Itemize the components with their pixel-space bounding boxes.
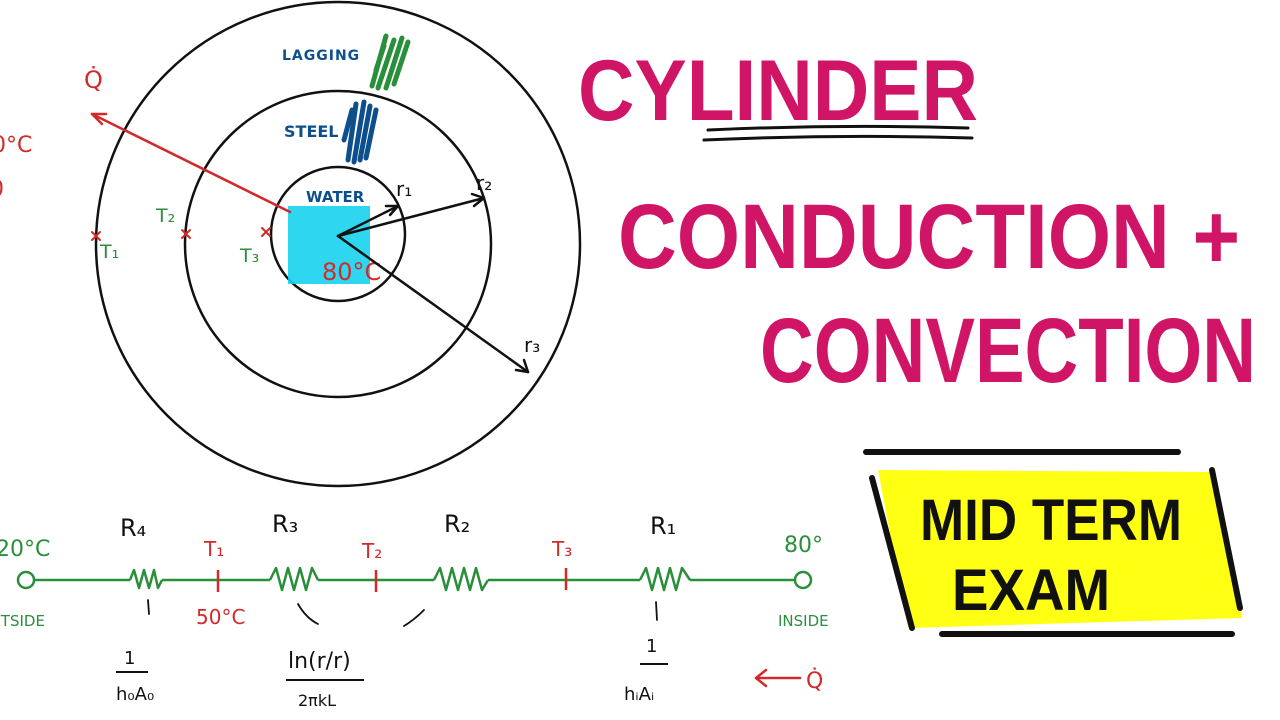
radius-2-arrow (336, 196, 486, 238)
radius-3-label: r₃ (524, 333, 540, 357)
radius-1-arrow (336, 204, 400, 238)
outside-node (16, 570, 36, 590)
circuit-node-ticks (216, 568, 568, 592)
outside-label: OUTSIDE (0, 612, 45, 630)
formula-leaders (147, 599, 658, 627)
r2-label: R₂ (444, 510, 470, 538)
r1-label: R₁ (650, 512, 676, 540)
resistor-r3 (268, 566, 320, 592)
inside-temp: 80° (784, 533, 823, 558)
cylinder-diagram: WATER 80°C STEEL LAGGING r₁ r₂ r₃ (0, 0, 582, 488)
t3-label: T₃ (239, 245, 259, 267)
water-label: WATER (306, 188, 365, 206)
r3-formula-numerator: ln(r/r) (288, 649, 351, 674)
water-temp: 80°C (322, 258, 381, 286)
radius-3-arrow (336, 234, 530, 374)
inside-node (793, 570, 813, 590)
steel-label: STEEL (284, 122, 339, 141)
resistance-circuit: R₄ R₃ R₂ R₁ T₁ T₂ T₃ 50°C 20°C OUTSIDE 8… (0, 510, 829, 710)
badge-line-1: MID TERM (920, 488, 1182, 553)
circuit-t1-label: T₁ (203, 537, 224, 561)
outside-temp: 20°C (0, 537, 50, 562)
title-line-2: CONDUCTION + (618, 186, 1240, 288)
resistor-r4 (128, 568, 164, 590)
resistor-r2 (432, 566, 490, 592)
circuit-t2-label: T₂ (361, 539, 382, 563)
inside-label: INSIDE (778, 612, 829, 630)
r4-label: R₄ (120, 514, 146, 542)
radius-1-label: r₁ (396, 177, 412, 201)
badge-line-2: EXAM (952, 558, 1110, 623)
radius-arrows (336, 192, 530, 374)
heat-flow-label: Q̇ (84, 66, 103, 94)
r4-formula-denominator: h₀A₀ (116, 684, 154, 705)
r3-formula-denominator: 2πkL (298, 691, 336, 710)
circuit-t3-label: T₃ (551, 537, 572, 561)
resistor-r1 (638, 566, 692, 592)
edge-temp-1: 0°C (0, 133, 32, 158)
steel-outer-circle (183, 89, 493, 399)
exam-badge: MID TERM EXAM (863, 449, 1243, 637)
r3-label: R₃ (272, 510, 298, 538)
lagging-label: LAGGING (282, 48, 360, 64)
badge-highlight (878, 470, 1242, 628)
lagging-outer-circle (94, 0, 582, 488)
heat-flow-arrow (90, 112, 292, 214)
lagging-swatch (369, 33, 411, 91)
r4-formula-numerator: 1 (124, 648, 135, 669)
water-circle (269, 165, 407, 303)
circuit-heat-flow-arrow (754, 668, 802, 688)
badge-border-right (1209, 467, 1243, 611)
title-line-3: CONVECTION (760, 300, 1256, 402)
r1-formula-numerator: 1 (646, 636, 657, 657)
title-underline (702, 124, 974, 142)
temperature-markers (91, 227, 271, 241)
circuit-heat-flow-label: Q̇ (806, 668, 823, 694)
radius-2-label: r₂ (476, 171, 492, 195)
circuit-t1-value: 50°C (196, 605, 245, 629)
water-fill (288, 206, 370, 284)
title-line-1: CYLINDER (578, 43, 978, 139)
badge-border-left (869, 475, 915, 631)
r1-formula-denominator: hᵢAᵢ (624, 684, 654, 705)
t2-label: T₂ (155, 205, 175, 227)
edge-temp-2: 0 (0, 177, 4, 202)
steel-swatch (341, 99, 379, 165)
t1-label: T₁ (99, 241, 119, 263)
